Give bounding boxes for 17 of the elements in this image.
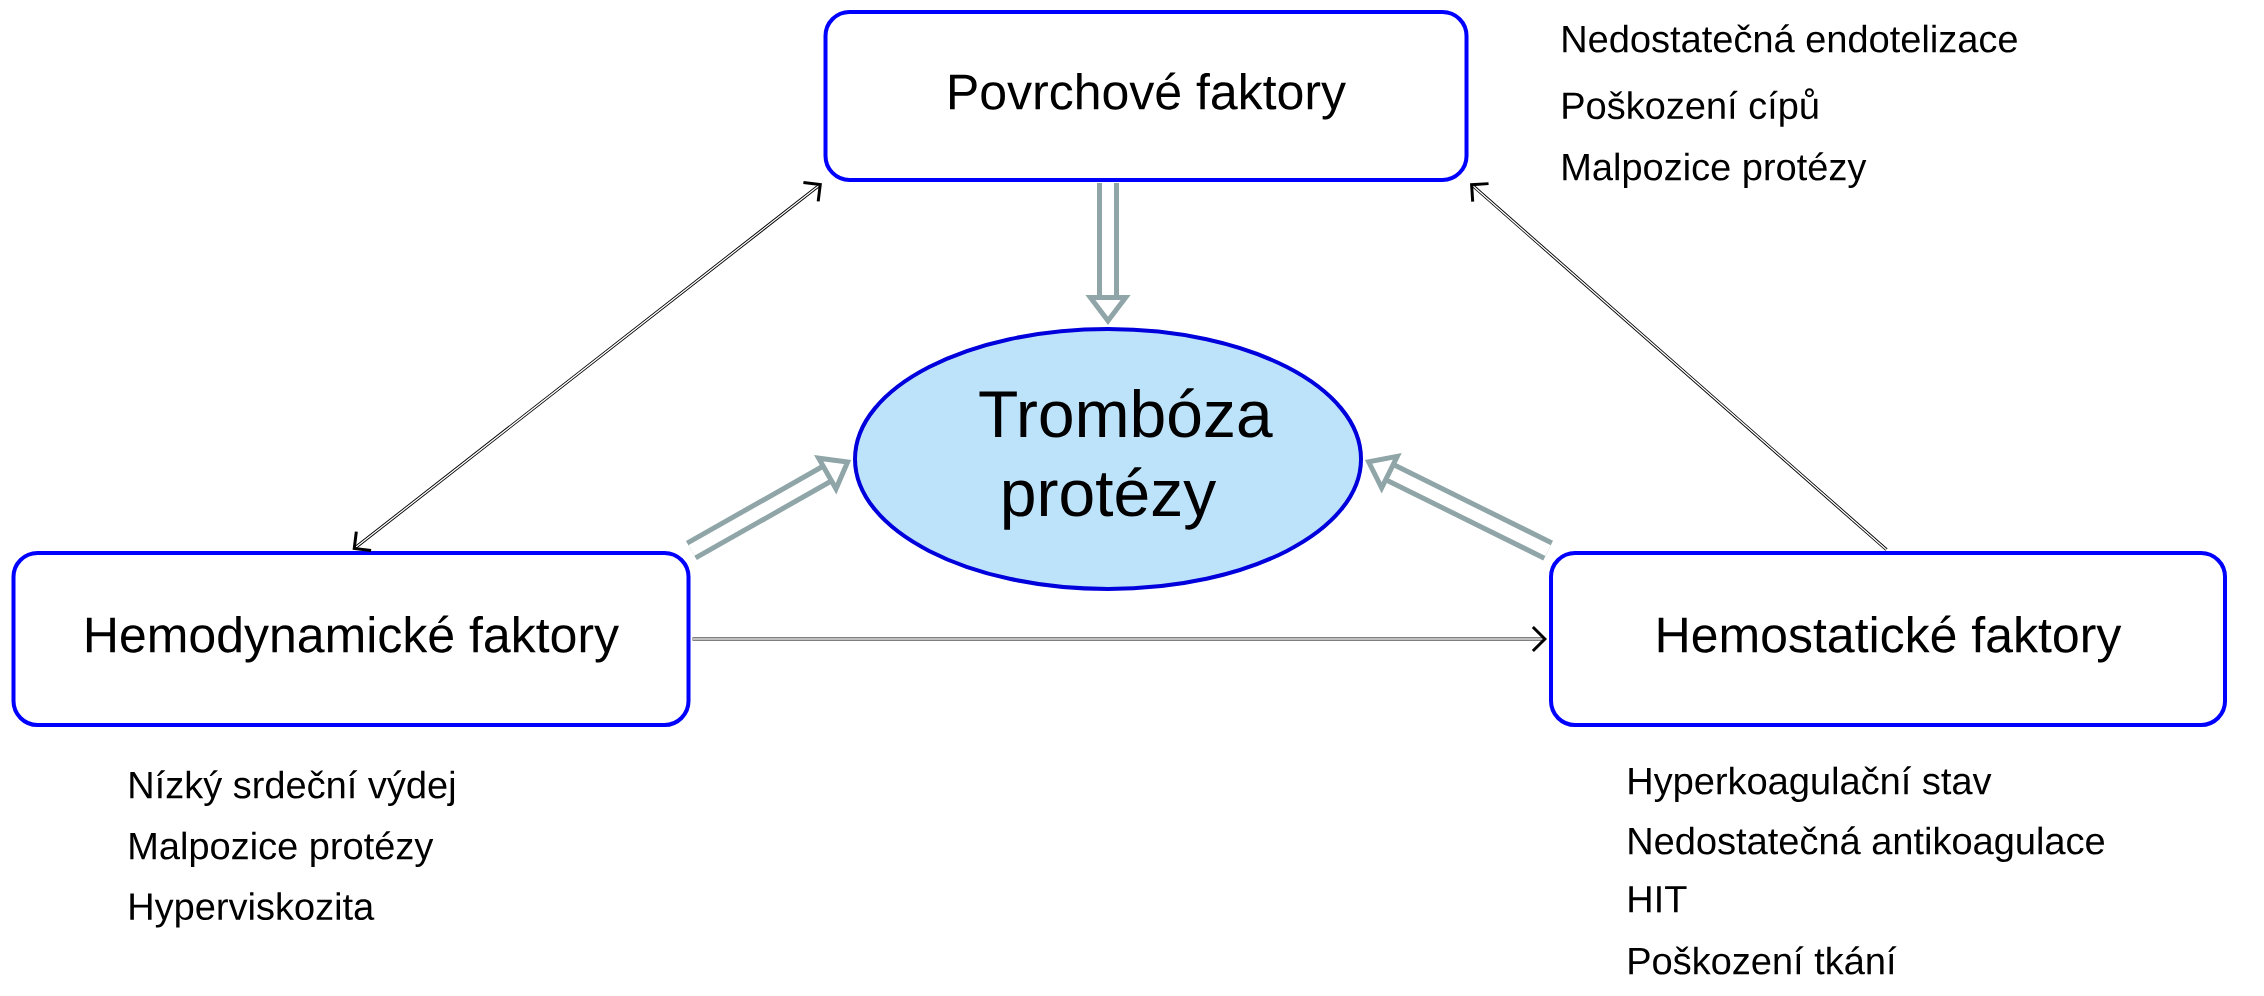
list-item: Poškození cípů [1563, 88, 1818, 127]
list-item: Nedostatečná antikoagulace [1629, 826, 2104, 863]
list-item: Malpozice protézy [1563, 152, 1867, 189]
arrow [691, 625, 1548, 653]
factor-box: Hemostatické faktory [1549, 551, 2228, 727]
list-item: Nedostatečná endotelizace [1563, 24, 2017, 53]
factor-box: Hemodynamické faktory [11, 551, 691, 727]
list-item: HIT [1629, 886, 1687, 913]
list-item: Poškození tkání [1629, 946, 1897, 975]
list-item: Nízký srdeční výdej [130, 770, 455, 807]
arrow [1470, 182, 1888, 551]
ellipse-node: Trombóza protézy [853, 327, 1363, 591]
factor-box: Povrchové faktory [823, 10, 1469, 182]
list-item: Hyperviskozita [130, 892, 375, 928]
list-item: Malpozice protézy [130, 831, 434, 868]
arrow [352, 180, 822, 552]
list-item: Hyperkoagulační stav [1629, 766, 1992, 803]
